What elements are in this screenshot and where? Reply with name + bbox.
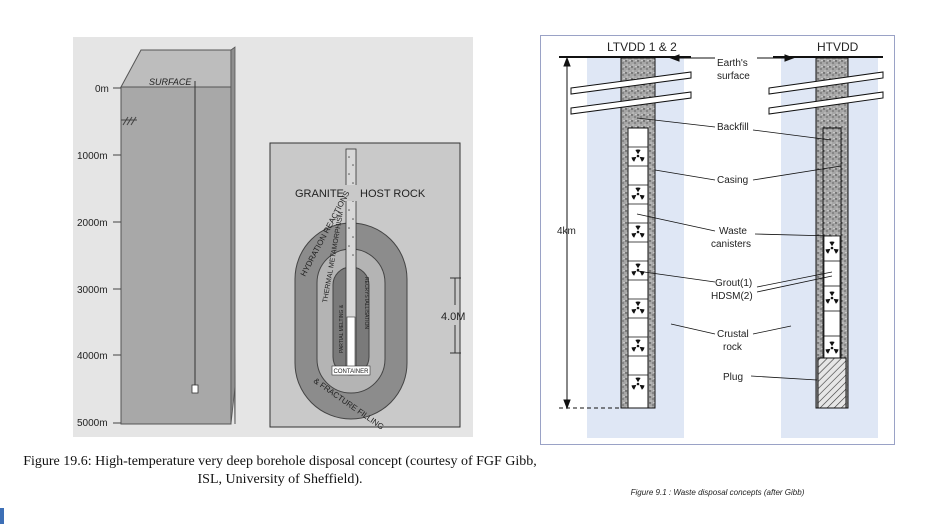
depth-label-2: 2000m <box>77 218 108 229</box>
htvdd-title: HTVDD <box>817 40 859 54</box>
plug-label: Plug <box>723 372 743 383</box>
casing-label: Casing <box>717 175 748 186</box>
depth-scale: 0m 1000m 2000m 3000m 4000m 5000m <box>77 84 121 429</box>
depth-label-0: 0m <box>95 84 109 95</box>
dimension-marker <box>450 277 461 354</box>
surface-label: SURFACE <box>149 77 192 87</box>
earth-surface-label-1: Earth's <box>717 58 748 69</box>
htvdd-plug <box>817 357 847 409</box>
backfill-label: Backfill <box>717 122 749 133</box>
borehole-container-marker <box>191 384 199 394</box>
waste-label-1: Waste <box>719 226 747 237</box>
depth-arrow <box>559 56 621 410</box>
depth-label-1: 1000m <box>77 151 108 162</box>
depth-label-5: 5000m <box>77 418 108 429</box>
waste-disposal-figure: LTVDD 1 & 2 HTVDD <box>540 35 895 445</box>
crustal-label-1: Crustal <box>717 329 749 340</box>
dimension-label: 4.0M <box>441 311 465 323</box>
left-figure-caption: Figure 19.6: High-temperature very deep … <box>23 454 537 487</box>
ltvdd-title: LTVDD 1 & 2 <box>607 40 677 54</box>
rock-column <box>120 86 232 425</box>
borehole-concept-svg: SURFACE 0m 1000m 2000m 3000m 4000m 5000m <box>77 46 465 432</box>
borehole-concept-figure: SURFACE 0m 1000m 2000m 3000m 4000m 5000m <box>73 37 473 437</box>
zone-melting-label: PARTIAL MELTING & <box>339 304 345 353</box>
leader-lines <box>636 117 842 381</box>
break-lines <box>570 71 884 115</box>
waste-disposal-svg: LTVDD 1 & 2 HTVDD <box>557 40 884 438</box>
crustal-label-2: rock <box>723 342 743 353</box>
column-edge <box>230 46 236 425</box>
surface-arrows <box>669 54 795 62</box>
depth-label-3: 3000m <box>77 285 108 296</box>
earth-surface-label-2: surface <box>717 71 750 82</box>
granite-label-bg <box>339 185 375 201</box>
container-label: CONTAINER <box>334 369 370 375</box>
zone-recrystallisation-label: RECRYSTALLISATION <box>363 277 369 329</box>
htvdd-canisters <box>824 260 840 337</box>
waste-label-2: canisters <box>711 239 751 250</box>
grout-label-2: HDSM(2) <box>711 291 753 302</box>
grout-label-1: Grout(1) <box>715 278 752 289</box>
slide-accent-bar <box>0 508 4 524</box>
depth-4km-label: 4km <box>557 226 576 237</box>
granite-label: GRANITE <box>295 188 344 200</box>
waste-container <box>346 316 356 368</box>
surface-hatch <box>121 116 137 126</box>
host-rock-label: HOST ROCK <box>360 188 426 200</box>
container-label-box <box>331 365 371 376</box>
right-figure-caption: Figure 9.1 : Waste disposal concepts (af… <box>630 488 805 497</box>
ltvdd-canisters <box>628 146 648 376</box>
depth-label-4: 4000m <box>77 351 108 362</box>
